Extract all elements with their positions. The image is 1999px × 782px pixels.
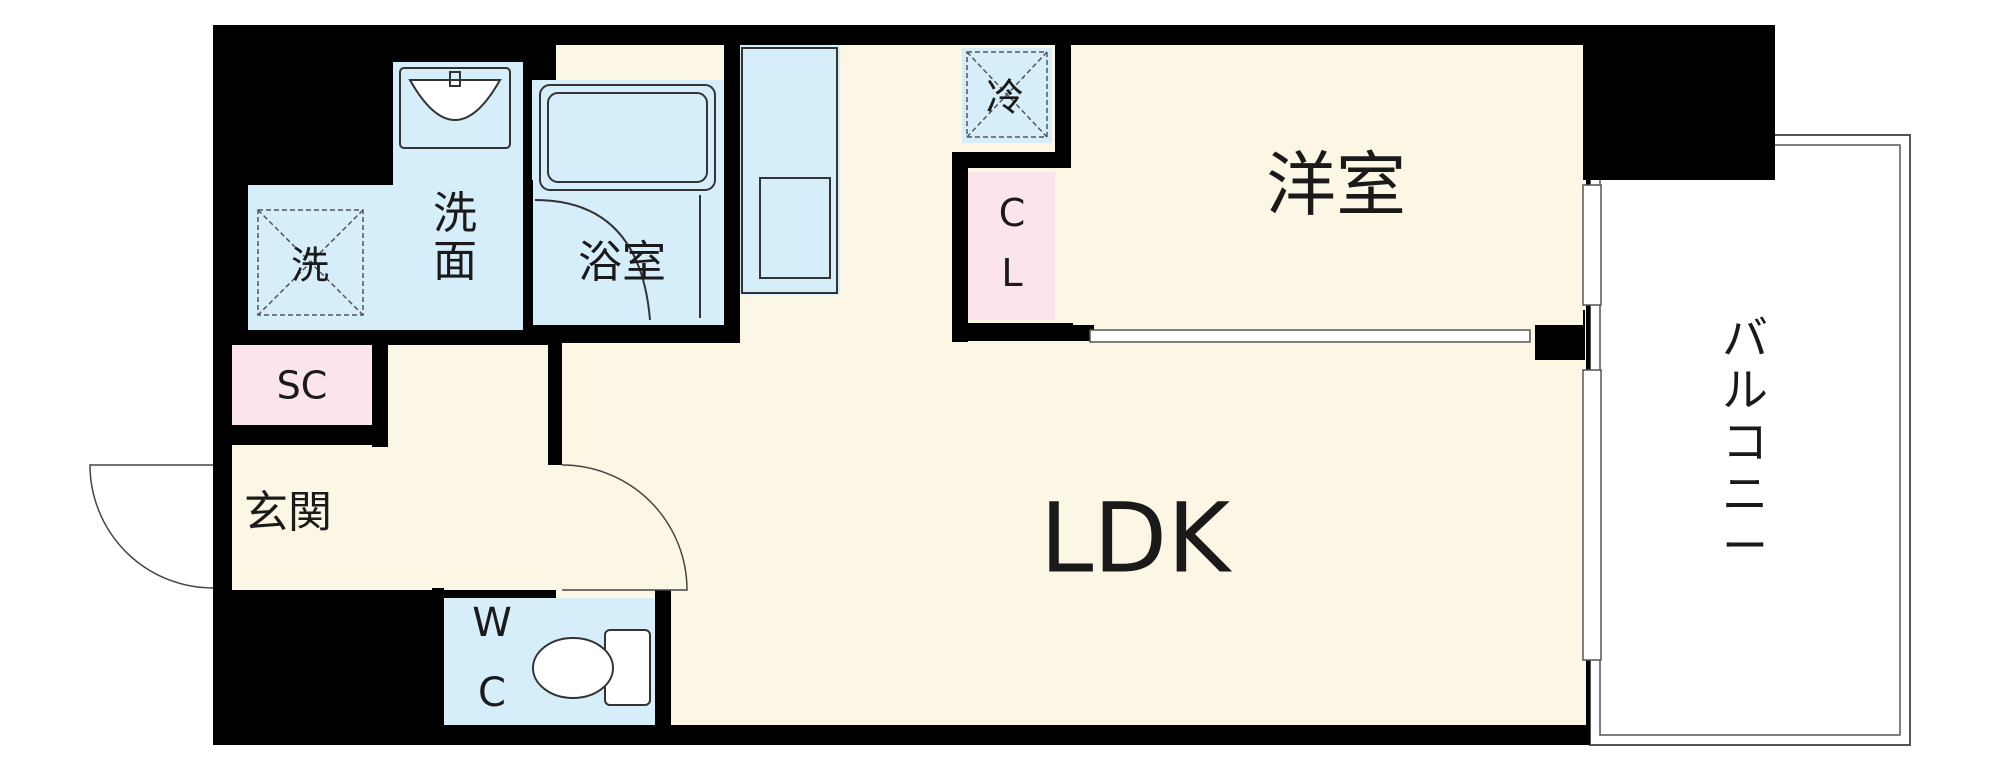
- label-balcony: バルコニー: [1722, 311, 1768, 573]
- kitchen-counter: [740, 45, 840, 295]
- corridor-floor: [385, 345, 558, 590]
- label-char: バ: [1722, 311, 1768, 365]
- internal-walls: [213, 45, 1590, 745]
- label-ldk: LDK: [1040, 482, 1232, 594]
- fridge-marks: [966, 51, 1048, 138]
- label-char: L: [1001, 251, 1022, 295]
- label-fridge: 冷: [986, 76, 1024, 120]
- label-washbasin: 洗面: [433, 188, 477, 287]
- corridor-door: [561, 464, 688, 591]
- label-entrance: 玄関: [244, 487, 332, 538]
- label-western-room: 洋室: [1266, 144, 1406, 226]
- washroom-floor: [248, 185, 523, 330]
- label-char: 洗: [433, 188, 477, 239]
- label-char: 面: [433, 236, 477, 287]
- kitchen-fixture: [741, 47, 838, 294]
- label-char: W: [472, 600, 512, 646]
- label-washer: 洗: [291, 244, 329, 288]
- washer-pan: [257, 209, 364, 316]
- bathtub-fixture: [534, 84, 716, 321]
- entrance-floor: [232, 445, 388, 590]
- wall-block: [1583, 25, 1775, 180]
- label-shoe-closet: SC: [277, 364, 328, 408]
- shoe-closet-floor: [232, 345, 372, 425]
- label-bathroom: 浴室: [578, 237, 666, 288]
- washbasin-fixture: [399, 67, 511, 149]
- toilet-fixture: [532, 629, 651, 706]
- label-char: C: [478, 670, 506, 716]
- entrance-door: [89, 464, 214, 589]
- label-char: C: [999, 191, 1026, 235]
- label-char: ル: [1722, 363, 1768, 417]
- label-char: コ: [1722, 415, 1768, 469]
- closet-floor: [968, 172, 1055, 320]
- balcony-windows: [1089, 184, 1602, 661]
- label-char: ニ: [1722, 467, 1768, 521]
- label-char: ー: [1722, 519, 1768, 573]
- western-room-floor: [1073, 45, 1583, 325]
